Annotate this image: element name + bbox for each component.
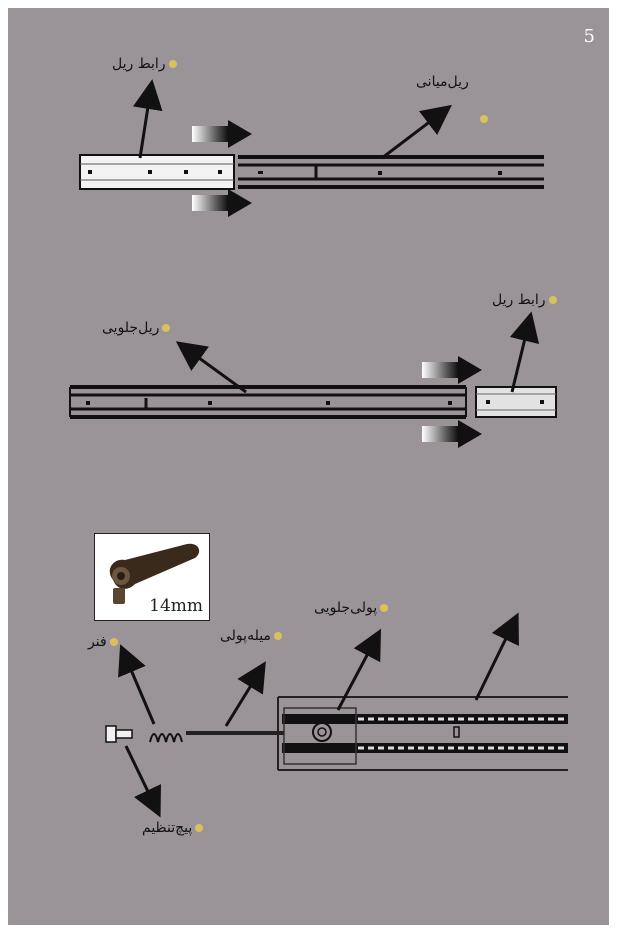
- step3-pulley-rail: [277, 696, 568, 771]
- bullet-dot: [480, 115, 488, 123]
- pointer-arrow: [124, 745, 161, 818]
- step1-middle-rail-label: ریل‌میانی: [416, 74, 469, 90]
- step2-front-rail: [69, 385, 467, 419]
- bullet-dot: [195, 824, 204, 832]
- step3-pulley-rod-label: میله‌پولی: [220, 628, 282, 644]
- step3-group: [105, 612, 568, 818]
- step1-group: [79, 79, 544, 217]
- pointer-arrow: [336, 628, 382, 711]
- step2-connector-label: رابط ریل: [492, 292, 557, 308]
- bolt-icon: [105, 725, 133, 743]
- bullet-dot: [273, 632, 282, 640]
- page-number: 5: [583, 26, 595, 47]
- wrench-box: 14mm: [94, 533, 210, 621]
- step2-front-rail-label: ریل‌جلویی: [102, 320, 171, 336]
- step3-front-pulley-label: پولی‌جلویی: [314, 600, 389, 616]
- pointer-arrow: [132, 79, 163, 159]
- pointer-arrow: [381, 104, 452, 160]
- instruction-page: 5: [8, 8, 609, 925]
- pointer-arrow: [224, 661, 266, 727]
- push-arrow-icon: [422, 356, 482, 384]
- ratchet-wrench-icon: [109, 543, 200, 604]
- spring-icon: [149, 733, 183, 743]
- step1-connector-label: رابط ریل: [112, 56, 177, 72]
- step1-middle-rail: [238, 155, 544, 189]
- bullet-dot: [380, 604, 389, 612]
- step3-adjust-bolt-label: پیچ‌تنظیم: [142, 820, 204, 836]
- step2-connector-rail: [475, 386, 557, 418]
- wrench-size: 14mm: [149, 596, 203, 616]
- step3-spring-label: فنر: [88, 634, 118, 650]
- bullet-dot: [162, 324, 171, 332]
- assembly-illustration: [69, 79, 568, 818]
- push-arrow-icon: [192, 189, 252, 217]
- step2-group: [69, 311, 557, 448]
- bullet-dot: [109, 638, 118, 646]
- step1-connector-rail: [79, 154, 235, 190]
- pointer-arrow: [509, 311, 540, 393]
- bullet-dot: [168, 60, 177, 68]
- push-arrow-icon: [422, 420, 482, 448]
- push-arrow-icon: [192, 120, 252, 148]
- bullet-dot: [548, 296, 557, 304]
- pointer-arrow: [474, 612, 519, 701]
- pointer-arrow: [175, 341, 247, 394]
- pointer-arrow: [118, 644, 156, 725]
